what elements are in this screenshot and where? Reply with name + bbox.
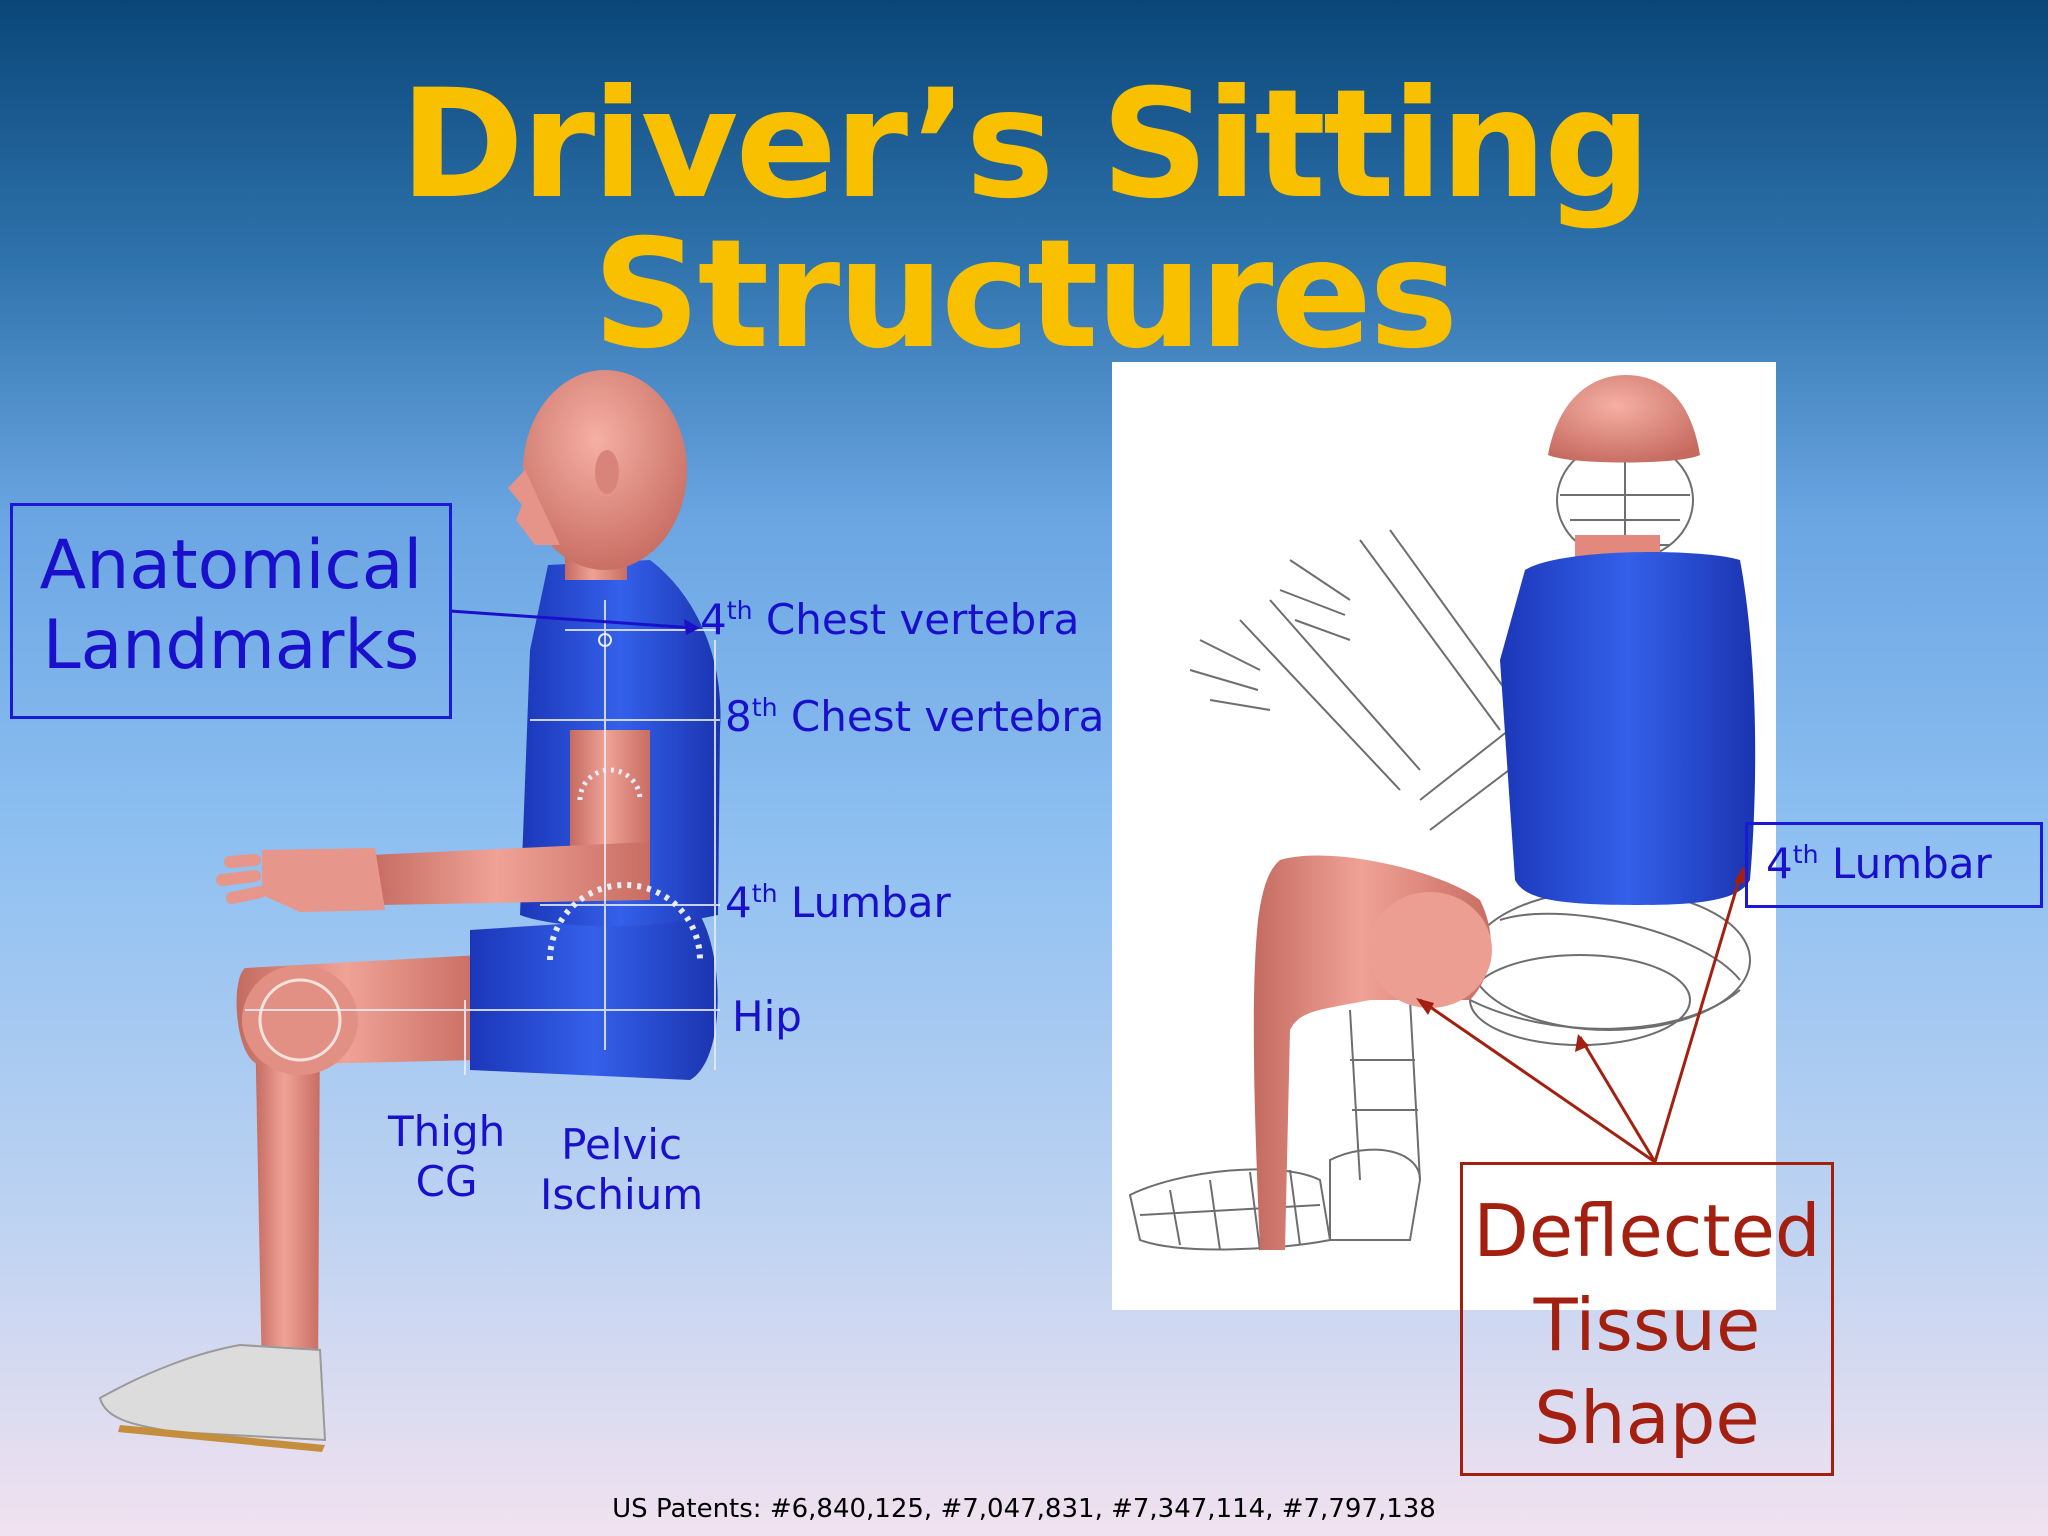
label-4th-chest-vertebra: 4th Chest vertebra <box>700 595 1080 644</box>
label-thigh-cg: Thigh CG <box>388 1107 506 1207</box>
label-pelvic-ischium: Pelvic Ischium <box>540 1120 704 1220</box>
deflected-line2: Tissue <box>1533 1282 1761 1367</box>
patents-footer: US Patents: #6,840,125, #7,047,831, #7,3… <box>612 1494 1436 1524</box>
label-8th-chest-vertebra: 8th Chest vertebra <box>725 692 1105 741</box>
left-manikin <box>98 370 721 1452</box>
label-hip: Hip <box>732 992 802 1041</box>
right-wireframe-figure <box>1112 362 1776 1310</box>
deflected-pointers <box>1416 866 1748 1164</box>
deflected-tissue-box: Deflected Tissue Shape <box>1460 1162 1834 1476</box>
anatomical-line2: Landmarks <box>42 606 420 686</box>
anatomical-pointer <box>449 609 696 630</box>
slide-title: Driver’s Sitting Structures <box>399 58 1652 382</box>
lumbar-right-box: 4th Lumbar <box>1745 822 2043 908</box>
label-4th-lumbar-left: 4th Lumbar <box>725 878 951 927</box>
anatomical-line1: Anatomical <box>39 526 423 605</box>
deflected-line1: Deflected <box>1473 1189 1821 1273</box>
deflected-line3: Shape <box>1534 1376 1760 1461</box>
anatomical-landmarks-box: Anatomical Landmarks <box>10 503 452 719</box>
